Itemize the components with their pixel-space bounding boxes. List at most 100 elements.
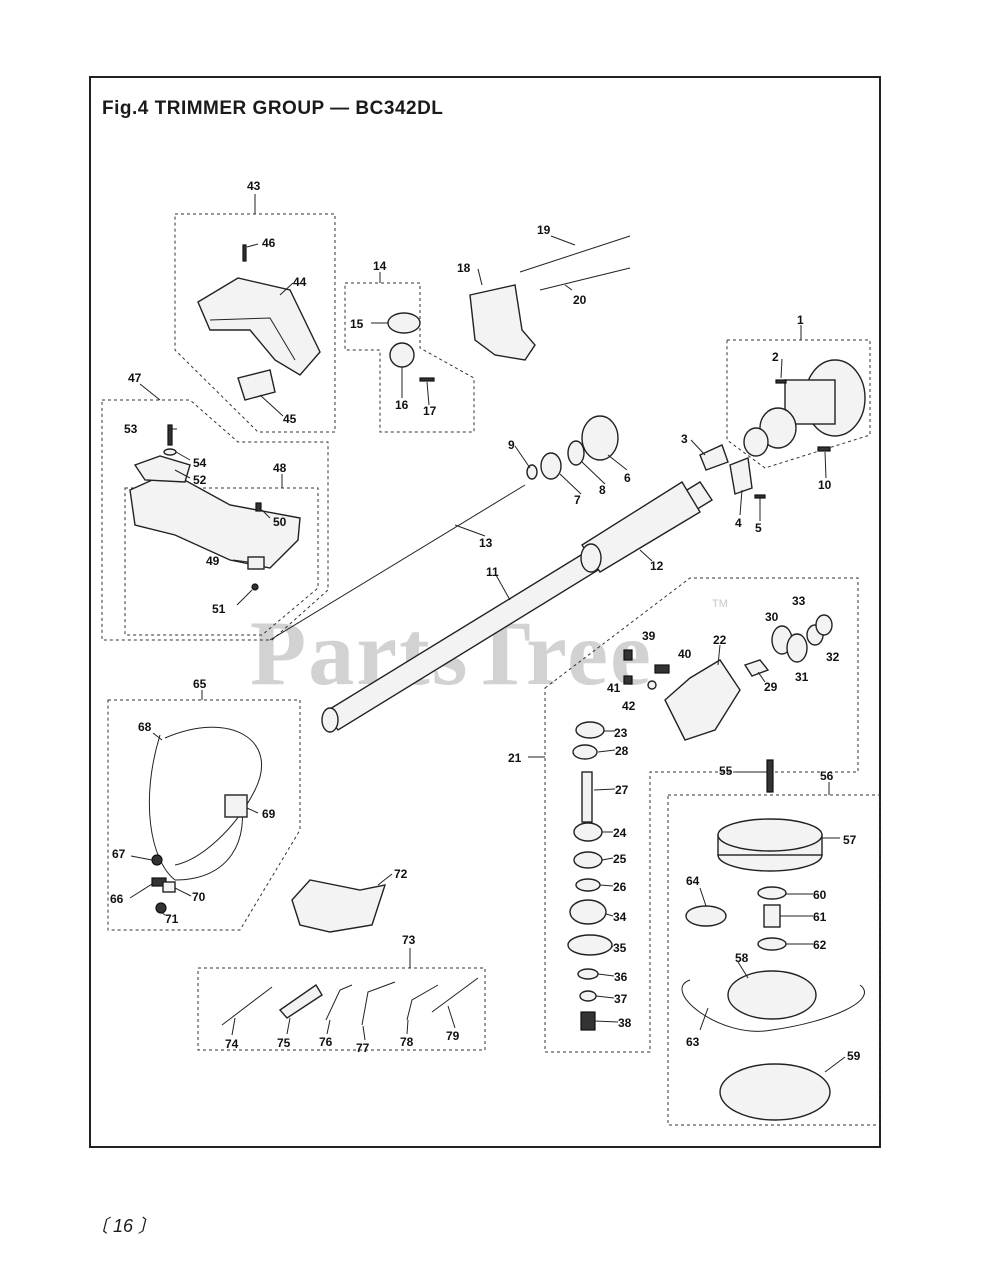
callout-3: 3 bbox=[681, 432, 688, 446]
callout-18: 18 bbox=[457, 261, 471, 275]
part-7-bearing bbox=[540, 452, 562, 480]
callout-16: 16 bbox=[395, 398, 409, 412]
callout-5: 5 bbox=[755, 521, 762, 535]
callout-26: 26 bbox=[613, 880, 627, 894]
callout-33: 33 bbox=[792, 594, 806, 608]
callout-14: 14 bbox=[373, 259, 387, 273]
callout-19: 19 bbox=[537, 223, 551, 237]
callout-10: 10 bbox=[818, 478, 832, 492]
callout-15: 15 bbox=[350, 317, 364, 331]
group-43-outline bbox=[174, 213, 336, 433]
part-79-spanner bbox=[431, 977, 479, 1013]
part-75-tool bbox=[278, 983, 323, 1019]
callout-6: 6 bbox=[624, 471, 631, 485]
part-22-gear-case bbox=[664, 659, 741, 741]
callout-31: 31 bbox=[795, 670, 809, 684]
part-62-washer bbox=[757, 937, 787, 951]
callout-76: 76 bbox=[319, 1035, 333, 1049]
part-29-gear bbox=[743, 659, 770, 677]
part-15-clamp bbox=[387, 312, 421, 334]
callout-27: 27 bbox=[615, 783, 629, 797]
part-20-cable bbox=[539, 267, 631, 291]
callout-8: 8 bbox=[599, 483, 606, 497]
part-1-clutch-housing bbox=[743, 359, 866, 457]
callout-72: 72 bbox=[394, 867, 408, 881]
part-77-wrench bbox=[361, 981, 396, 1026]
part-42-washer bbox=[647, 680, 657, 690]
callout-78: 78 bbox=[400, 1035, 414, 1049]
part-10-bolt bbox=[817, 446, 831, 452]
callout-41: 41 bbox=[607, 681, 621, 695]
callout-21: 21 bbox=[508, 751, 522, 765]
part-19-cable bbox=[519, 235, 631, 273]
callout-38: 38 bbox=[618, 1016, 632, 1030]
callout-55: 55 bbox=[719, 764, 733, 778]
page-number: 〔 16 〕 bbox=[90, 1216, 157, 1236]
callout-25: 25 bbox=[613, 852, 627, 866]
callout-48: 48 bbox=[273, 461, 287, 475]
part-8-ring bbox=[567, 440, 585, 466]
callout-32: 32 bbox=[826, 650, 840, 664]
part-53-bolt bbox=[167, 424, 173, 446]
callout-9: 9 bbox=[508, 438, 515, 452]
callout-45: 45 bbox=[283, 412, 297, 426]
part-61-spring bbox=[763, 904, 781, 928]
callout-40: 40 bbox=[678, 647, 692, 661]
callout-58: 58 bbox=[735, 951, 749, 965]
part-16-clamp bbox=[389, 342, 415, 368]
part-18-throttle-housing bbox=[469, 284, 536, 361]
group-65-outline bbox=[107, 699, 301, 931]
callout-29: 29 bbox=[764, 680, 778, 694]
part-78-wrench bbox=[406, 984, 439, 1021]
part-40-bolt bbox=[654, 664, 670, 674]
part-55-stud bbox=[766, 759, 774, 793]
callout-39: 39 bbox=[642, 629, 656, 643]
part-34-holder bbox=[569, 899, 607, 925]
part-44-handle-guard bbox=[197, 277, 321, 376]
part-26-ring bbox=[575, 878, 601, 892]
part-60-washer bbox=[757, 886, 787, 900]
callout-61: 61 bbox=[813, 910, 827, 924]
part-38-bolt bbox=[580, 1011, 596, 1031]
part-49-plate bbox=[247, 556, 265, 570]
callout-23: 23 bbox=[614, 726, 628, 740]
callout-65: 65 bbox=[193, 677, 207, 691]
group-14-outline bbox=[344, 282, 475, 433]
part-52-bracket bbox=[133, 455, 191, 483]
part-58-spool bbox=[727, 970, 817, 1020]
callout-77: 77 bbox=[356, 1041, 370, 1055]
callout-13: 13 bbox=[479, 536, 493, 550]
callout-7: 7 bbox=[574, 493, 581, 507]
part-35-plate bbox=[567, 934, 613, 956]
callout-79: 79 bbox=[446, 1029, 460, 1043]
part-48-shield bbox=[129, 471, 301, 569]
callout-75: 75 bbox=[277, 1036, 291, 1050]
part-6-drum bbox=[581, 415, 619, 461]
callout-22: 22 bbox=[713, 633, 727, 647]
callout-64: 64 bbox=[686, 874, 700, 888]
part-3-clamp bbox=[699, 444, 729, 471]
part-51-nut bbox=[251, 583, 259, 591]
callout-30: 30 bbox=[765, 610, 779, 624]
part-17-screw bbox=[419, 377, 435, 382]
part-41-nut bbox=[623, 675, 633, 685]
callout-42: 42 bbox=[622, 699, 636, 713]
callout-67: 67 bbox=[112, 847, 126, 861]
callout-70: 70 bbox=[192, 890, 206, 904]
figure-title: Fig.4 TRIMMER GROUP — BC342DL bbox=[102, 98, 444, 119]
watermark-trademark: TM bbox=[712, 598, 728, 610]
callout-37: 37 bbox=[614, 992, 628, 1006]
part-69-buckle bbox=[224, 794, 248, 818]
callout-43: 43 bbox=[247, 179, 261, 193]
part-45-clamp bbox=[237, 369, 276, 401]
callout-60: 60 bbox=[813, 888, 827, 902]
callout-52: 52 bbox=[193, 473, 207, 487]
part-36-washer bbox=[577, 968, 599, 980]
part-37-washer bbox=[579, 990, 597, 1002]
part-64-washer bbox=[685, 905, 727, 927]
callout-12: 12 bbox=[650, 559, 664, 573]
part-63-line bbox=[681, 979, 865, 1032]
callout-71: 71 bbox=[165, 912, 179, 926]
part-23-bearing bbox=[575, 721, 605, 739]
part-50-screw bbox=[255, 502, 262, 512]
